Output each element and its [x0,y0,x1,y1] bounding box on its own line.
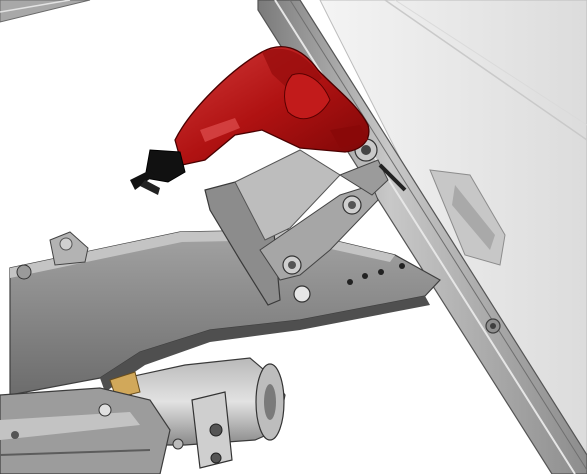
bottom-left-frame[interactable] [0,387,184,474]
ball-stud [293,285,311,303]
left-clamp-block [49,231,89,266]
top-left-rail [0,0,91,23]
drill-chuck-bit [130,149,186,195]
red-power-drill[interactable] [174,46,370,166]
